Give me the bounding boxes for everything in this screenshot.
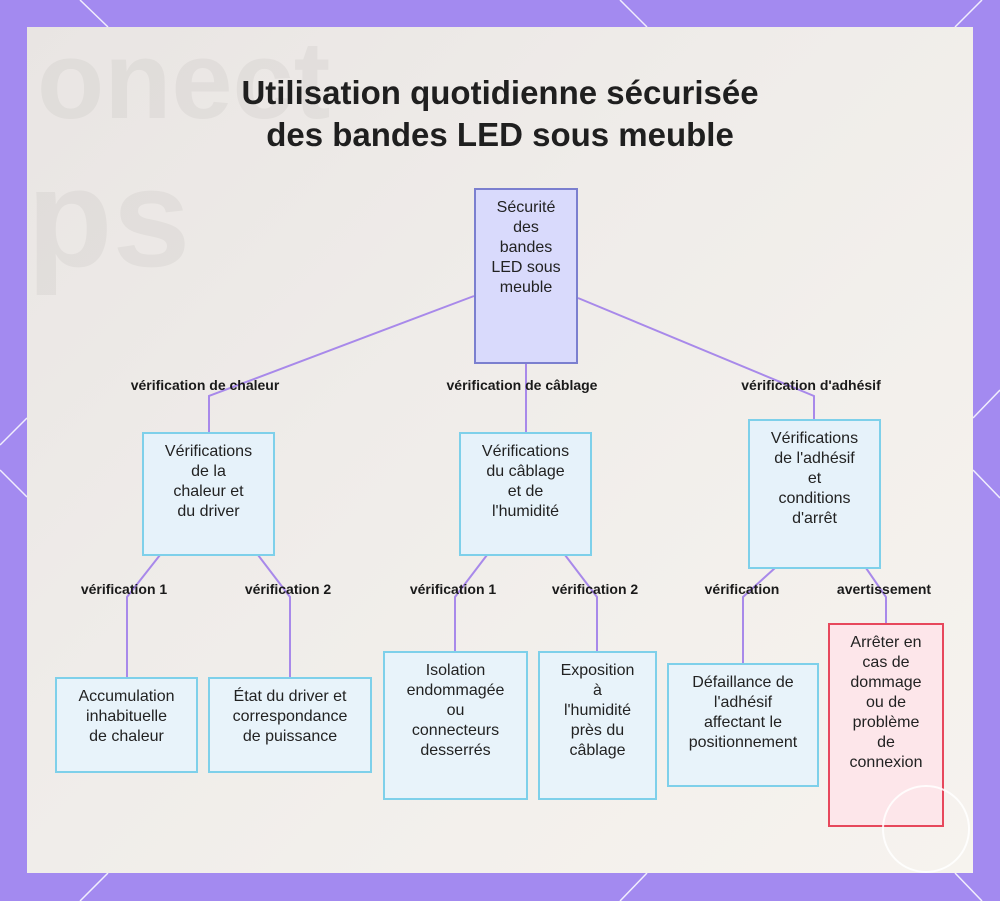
edge-root-heat [208, 295, 475, 432]
humidity-node: Exposition à l'humidité près du câblage [538, 651, 657, 800]
edge-label-adh-warn: avertissement [836, 581, 932, 597]
edge-label-heat-v1: vérification 1 [80, 581, 168, 597]
edge-label-heat: vérification de chaleur [130, 377, 280, 393]
adhesive-check-node: Vérifications de l'adhésif et conditions… [748, 419, 881, 569]
title-line-1: Utilisation quotidienne sécurisée [241, 74, 759, 111]
edge-label-heat-v2: vérification 2 [244, 581, 332, 597]
title-line-2: des bandes LED sous meuble [266, 116, 734, 153]
edge-label-adh-check: vérification [704, 581, 780, 597]
insulation-node: Isolation endommagée ou connecteurs dess… [383, 651, 528, 800]
edge-wiring-v2 [564, 554, 598, 651]
heat-check-node: Vérifications de la chaleur et du driver [142, 432, 275, 556]
diagram-title: Utilisation quotidienne sécurisée des ba… [0, 72, 1000, 156]
edge-adh-warn [865, 567, 887, 623]
edge-root-adhesive [577, 297, 815, 419]
edge-heat-v2 [257, 554, 291, 677]
edge-heat-v1 [126, 554, 161, 677]
edge-label-wiring-v2: vérification 2 [551, 581, 639, 597]
root-node: Sécurité des bandes LED sous meuble [474, 188, 578, 364]
edge-wiring-v1 [454, 554, 488, 651]
watermark-badge [882, 785, 970, 873]
edge-label-wiring-v1: vérification 1 [409, 581, 497, 597]
driver-state-node: État du driver et correspondance de puis… [208, 677, 372, 773]
edge-label-wiring: vérification de câblage [446, 377, 598, 393]
wiring-check-node: Vérifications du câblage et de l'humidit… [459, 432, 592, 556]
heat-buildup-node: Accumulation inhabituelle de chaleur [55, 677, 198, 773]
adhesive-failure-node: Défaillance de l'adhésif affectant le po… [667, 663, 819, 787]
edge-adh-check [742, 567, 776, 663]
edge-label-adhesive: vérification d'adhésif [741, 377, 881, 393]
